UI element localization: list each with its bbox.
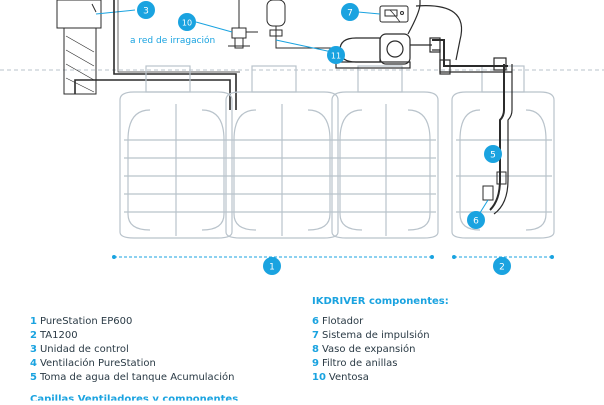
pump-system (335, 0, 512, 75)
partial-heading: Capillas Ventiladores y componentes (30, 394, 239, 405)
callout-11: 11 (327, 46, 345, 64)
vent-pipe-right (113, 0, 237, 110)
callout-10: 10 (178, 13, 196, 31)
tank-group-1 (119, 65, 439, 239)
irrigation-label: a red de irragación (130, 35, 215, 46)
callout-6: 6 (467, 211, 485, 229)
vent-pipe-left (74, 79, 231, 110)
cable (117, 0, 240, 73)
components-heading: IKDRIVER componentes: (312, 296, 449, 307)
svg-text:5: 5 (490, 151, 496, 161)
dimension-line-1 (112, 255, 434, 259)
svg-text:7: 7 (347, 9, 353, 19)
svg-text:10: 10 (182, 19, 192, 28)
svg-text:6: 6 (473, 217, 479, 227)
callout-2: 2 (493, 257, 511, 275)
svg-text:1: 1 (269, 263, 275, 273)
intake-hose (489, 64, 505, 211)
callout-5: 5 (484, 145, 502, 163)
svg-text:2: 2 (499, 263, 505, 273)
svg-text:3: 3 (143, 7, 149, 17)
dimension-line-2 (452, 255, 554, 259)
callout-7: 7 (341, 3, 359, 21)
callout-3: 3 (137, 1, 155, 19)
callout-1: 1 (263, 257, 281, 275)
ventosa-valve (228, 0, 258, 49)
intake-hose-outer (493, 64, 513, 215)
intake-filter (496, 171, 507, 185)
svg-text:11: 11 (331, 52, 341, 61)
expansion-vessel (266, 0, 340, 49)
control-unit (56, 0, 136, 95)
float-switch (482, 185, 494, 201)
